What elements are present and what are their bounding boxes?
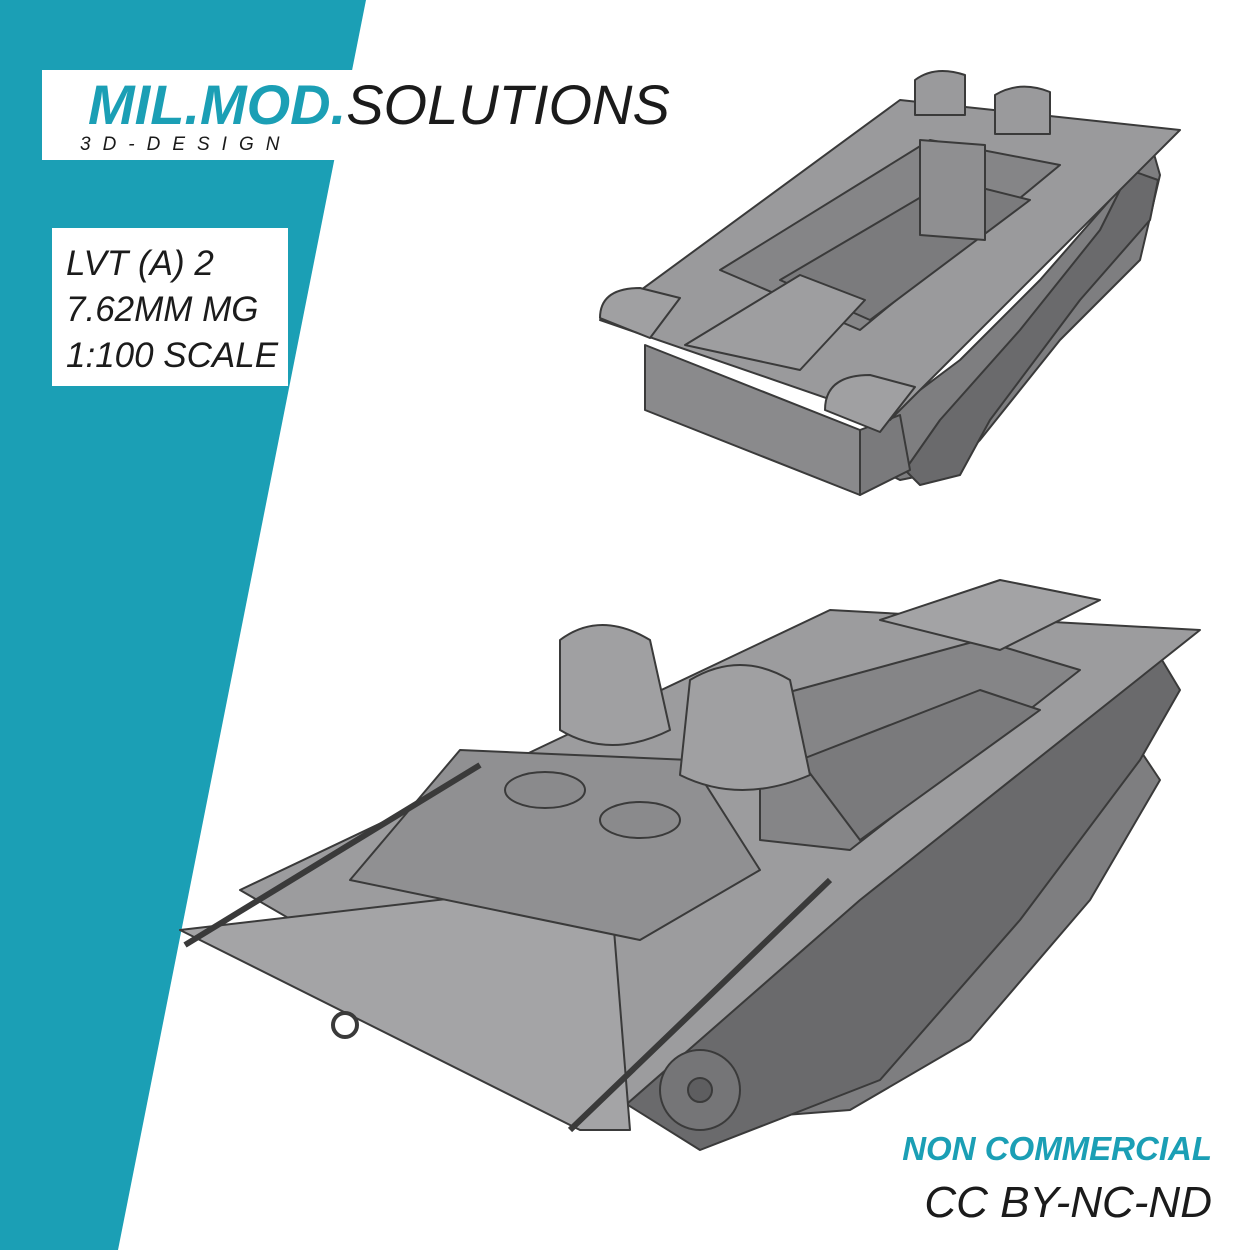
front-rail-right (567, 877, 833, 1133)
spec-box (52, 228, 288, 386)
rear-turret-left (914, 70, 966, 116)
brand-name-rest: SOLUTIONS (346, 73, 670, 136)
license-type: CC BY-NC-ND (924, 1178, 1212, 1227)
rear-bulkhead (919, 139, 986, 241)
front-engine-grille (879, 579, 1101, 651)
brand-tagline: 3D-DESIGN (80, 134, 292, 155)
front-cargo-floor (799, 689, 1041, 841)
logo-box-fill (42, 70, 620, 160)
rear-engine-grille (684, 274, 866, 371)
front-glacis (349, 749, 761, 941)
front-rail-left (183, 762, 482, 948)
front-turret-right (679, 664, 811, 791)
spec-scale: 1:100 SCALE (66, 336, 279, 375)
brand-name-bold: MIL.MOD. (88, 73, 347, 136)
brand-name: MIL.MOD.SOLUTIONS (88, 72, 670, 138)
rear-side-skirt (879, 139, 1161, 481)
rear-fender-right (824, 374, 916, 433)
front-turret-left (559, 624, 671, 746)
logo-box (42, 70, 620, 160)
license-usage: NON COMMERCIAL (902, 1130, 1212, 1167)
spec-weapon: 7.62MM MG (66, 290, 259, 329)
front-sprocket-hub (687, 1077, 713, 1103)
rear-turret-right (994, 85, 1051, 135)
spec-model: LVT (A) 2 (66, 244, 214, 283)
rear-fender-left (599, 287, 681, 339)
front-hatch-right (599, 801, 681, 839)
front-tow-eye (331, 1011, 359, 1039)
logo-box-shape (42, 70, 620, 160)
front-hatch-left (504, 771, 586, 809)
rear-track (904, 169, 1159, 486)
